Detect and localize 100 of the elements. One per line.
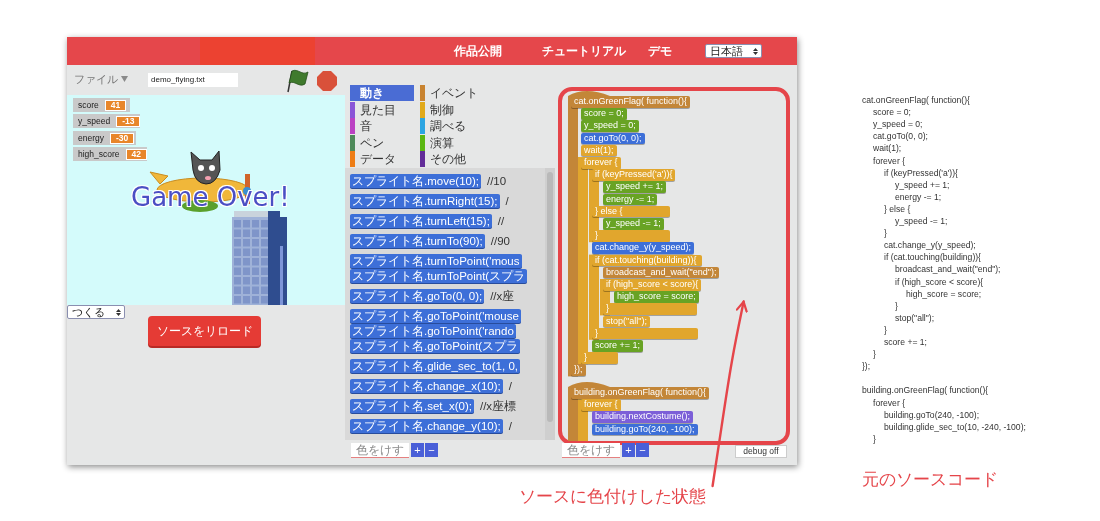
arrow (711, 300, 748, 488)
reload-button: ソースをリロード (148, 316, 261, 346)
variable-name: high_score (78, 149, 120, 159)
source-code-line: } (873, 432, 876, 445)
category-tab: 音 (350, 118, 414, 134)
source-code-line: }); (862, 360, 871, 373)
category-tab: 制御 (420, 102, 484, 118)
code-block: building.nextCostume(); (592, 411, 694, 423)
code-block: y_speed = 0; (581, 120, 639, 132)
code-block: スプライト名.turnToPoint('mous (350, 254, 522, 268)
variable-name: y_speed (78, 116, 111, 126)
code-block: score = 0; (581, 108, 627, 120)
filename-field: demo_flying.txt (148, 73, 238, 87)
nav-link: 作品公開 (454, 44, 502, 58)
code-block: スプライト名.turnToPoint(スプラ (350, 269, 528, 283)
dropdown-select: つくる (67, 305, 125, 319)
source-code-line: energy -= 1; (895, 190, 942, 203)
source-code-line: if (cat.touching(building)){ (884, 251, 981, 264)
source-code-line: cat.goTo(0, 0); (873, 130, 928, 143)
annotation-text: ソースに色付けした状態 (505, 486, 719, 508)
source-code-line: } (884, 323, 887, 336)
code-comment: //x座 (490, 288, 515, 304)
code-comment: / (508, 380, 512, 392)
category-tab: 演算 (420, 135, 484, 151)
code-block: スプライト名.goToPoint('rando (350, 324, 516, 338)
code-block: }); (571, 364, 586, 376)
source-code-line: forever { (873, 396, 905, 409)
zoom-out-button: − (636, 443, 649, 457)
code-block: スプライト名.turnTo(90); (350, 234, 485, 248)
zoom-out-button: − (425, 443, 438, 457)
code-comment: //90 (490, 235, 510, 247)
code-comment: //x座標 (479, 398, 517, 414)
zoom-in-button: + (411, 443, 424, 457)
source-code-line: broadcast_and_wait("end"); (895, 263, 1001, 276)
code-block: スプライト名.turnLeft(15); (350, 214, 492, 228)
source-code-line: building.glide_sec_to(10, -240, -100); (884, 420, 1026, 433)
source-code-line: score = 0; (873, 106, 911, 119)
code-comment: //10 (486, 175, 507, 187)
source-code-line: building.onGreenFlag( function(){ (862, 384, 989, 397)
source-code-line: stop("all"); (895, 311, 935, 324)
variable-value: -13 (116, 115, 141, 127)
source-code-line: forever { (873, 154, 905, 167)
code-comment: / (508, 420, 512, 432)
category-tab: イベント (420, 85, 484, 101)
code-block: スプライト名.change_x(10); (350, 379, 503, 393)
source-code-line: y_speed -= 1; (895, 215, 948, 227)
code-block: score += 1; (592, 340, 644, 352)
category-tab: 動き (350, 85, 414, 101)
code-block: スプライト名.turnRight(15); (350, 194, 500, 208)
code-block: スプライト名.glide_sec_to(1, 0, (350, 359, 520, 373)
source-code-line: y_speed = 0; (873, 118, 923, 131)
variable-name: energy (78, 133, 104, 143)
code-block: スプライト名.goToPoint('mouse (350, 309, 521, 323)
variable-value: 42 (125, 148, 148, 160)
highlight-frame (558, 87, 790, 445)
source-code-line: } else { (884, 202, 911, 215)
code-block: スプライト名.change_y(10); (350, 419, 503, 433)
code-block: forever { (581, 399, 621, 411)
code-comment: / (505, 195, 509, 207)
source-code-line: high_score = score; (906, 287, 982, 300)
source-code-line: cat.change_y(y_speed); (884, 239, 976, 252)
source-code-line: if (high_score < score){ (895, 275, 984, 288)
source-code-line: score += 1; (884, 336, 927, 348)
variable-value: 41 (104, 99, 127, 111)
debug-toggle: debug off (735, 445, 787, 458)
zoom-in-button: + (622, 443, 635, 457)
variable-name: score (78, 100, 99, 110)
category-tab: 見た目 (350, 102, 414, 118)
code-block: スプライト名.move(10); (350, 174, 481, 188)
clear-colors-button: 色をけす (562, 443, 620, 458)
code-block: if (high_score < score){ (603, 279, 702, 291)
clear-colors-button: 色をけす (351, 443, 409, 458)
source-code-line: y_speed += 1; (895, 178, 950, 191)
category-tab: 調べる (420, 118, 484, 134)
code-block: cat.change_y(y_speed); (592, 242, 695, 254)
code-block: high_score = score; (614, 291, 699, 303)
code-block: } (603, 303, 697, 315)
category-tab: その他 (420, 151, 484, 167)
category-tab: ペン (350, 135, 414, 151)
category-tab: データ (350, 151, 414, 167)
source-code-line: if (keyPressed('a')){ (884, 166, 958, 179)
source-code-line: } (884, 227, 887, 240)
source-code-line: } (873, 348, 876, 361)
source-code-line: } (895, 299, 898, 312)
caption: 元のソースコード (862, 469, 998, 491)
variable-value: -30 (110, 132, 135, 144)
nav-link: デモ (648, 44, 672, 58)
source-code-line: cat.onGreenFlag( function(){ (862, 94, 970, 106)
dropdown-select: 日本語 (705, 44, 762, 58)
code-block: y_speed += 1; (603, 181, 667, 193)
code-block: if (keyPressed('a')){ (592, 169, 676, 181)
code-block: スプライト名.goToPoint(スプラ (350, 339, 521, 353)
code-block: y_speed -= 1; (603, 218, 664, 230)
source-code-line: building.goTo(240, -100); (884, 408, 980, 421)
menu-label: ファイル (74, 73, 118, 85)
nav-link: チュートリアル (542, 44, 626, 58)
code-block: スプライト名.goTo(0, 0); (350, 289, 485, 303)
code-block: } (581, 352, 618, 364)
code-comment: // (497, 215, 505, 227)
code-block: スプライト名.set_x(0); (350, 399, 474, 413)
